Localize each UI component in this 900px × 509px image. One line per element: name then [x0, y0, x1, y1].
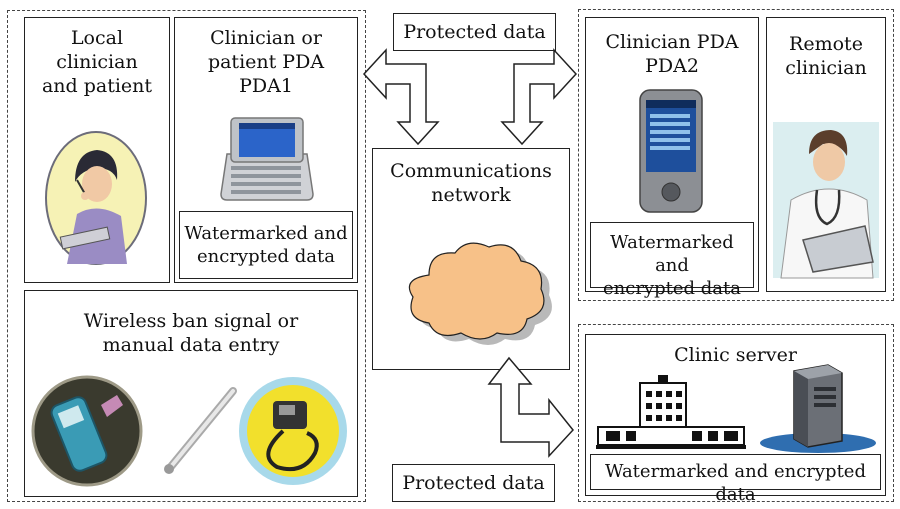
pda2-data-box: Watermarked and encrypted data	[590, 222, 754, 299]
remote-clinician-label: Remote clinician	[785, 33, 867, 79]
pda1-data-label: Watermarked and encrypted data	[184, 223, 348, 267]
blood-glucose-meter-icon	[31, 375, 143, 487]
wireless-box: Wireless ban signal or manual data entry	[24, 290, 358, 497]
bottom-arrow-icon	[487, 356, 574, 458]
clinic-server-group	[578, 324, 894, 502]
network-label: Communications network	[390, 160, 552, 206]
cloud-icon	[408, 242, 552, 345]
pocket-pc-icon	[639, 89, 703, 213]
clinic-server-label: Clinic server	[674, 344, 797, 366]
handheld-pda-device-icon	[220, 117, 314, 201]
clinic-server-box: Clinic server Watermarked and encrypted …	[585, 334, 886, 505]
top-arrows-icon	[362, 48, 578, 146]
network-box: Communications network	[372, 148, 570, 370]
clinic-data-label: Watermarked and encrypted data	[605, 461, 866, 505]
bottom-protected-data-label: Protected data	[402, 472, 545, 494]
bottom-protected-data-box: Protected data	[392, 464, 555, 502]
pda2-label: Clinician PDA PDA2	[605, 31, 739, 77]
local-clinician-box: Local clinician and patient	[24, 17, 170, 283]
pda1-data-box: Watermarked and encrypted data	[179, 211, 353, 279]
thermometer-icon	[164, 387, 237, 474]
clinic-data-box: Watermarked and encrypted data	[590, 454, 881, 505]
doctor-with-laptop-icon	[773, 122, 879, 279]
top-protected-data-label: Protected data	[403, 21, 546, 43]
right-top-group	[578, 9, 894, 301]
left-group	[7, 10, 366, 502]
remote-clinician-box: Remote clinician	[766, 17, 886, 292]
top-protected-data-box: Protected data	[393, 13, 556, 51]
pda1-label: Clinician or patient PDA PDA1	[207, 27, 325, 97]
pda2-box: Clinician PDA PDA2 Watermarked and encry…	[585, 17, 759, 299]
blood-pressure-monitor-icon	[239, 377, 347, 485]
local-clinician-label: Local clinician and patient	[41, 27, 153, 97]
pda1-box: Clinician or patient PDA PDA1 Watermarke…	[174, 17, 358, 283]
wireless-label: Wireless ban signal or manual data entry	[83, 310, 299, 356]
hospital-building-icon	[596, 375, 746, 449]
nurse-with-clipboard-icon	[45, 131, 147, 265]
server-tower-icon	[760, 364, 876, 453]
pda2-data-label: Watermarked and encrypted data	[603, 232, 741, 299]
